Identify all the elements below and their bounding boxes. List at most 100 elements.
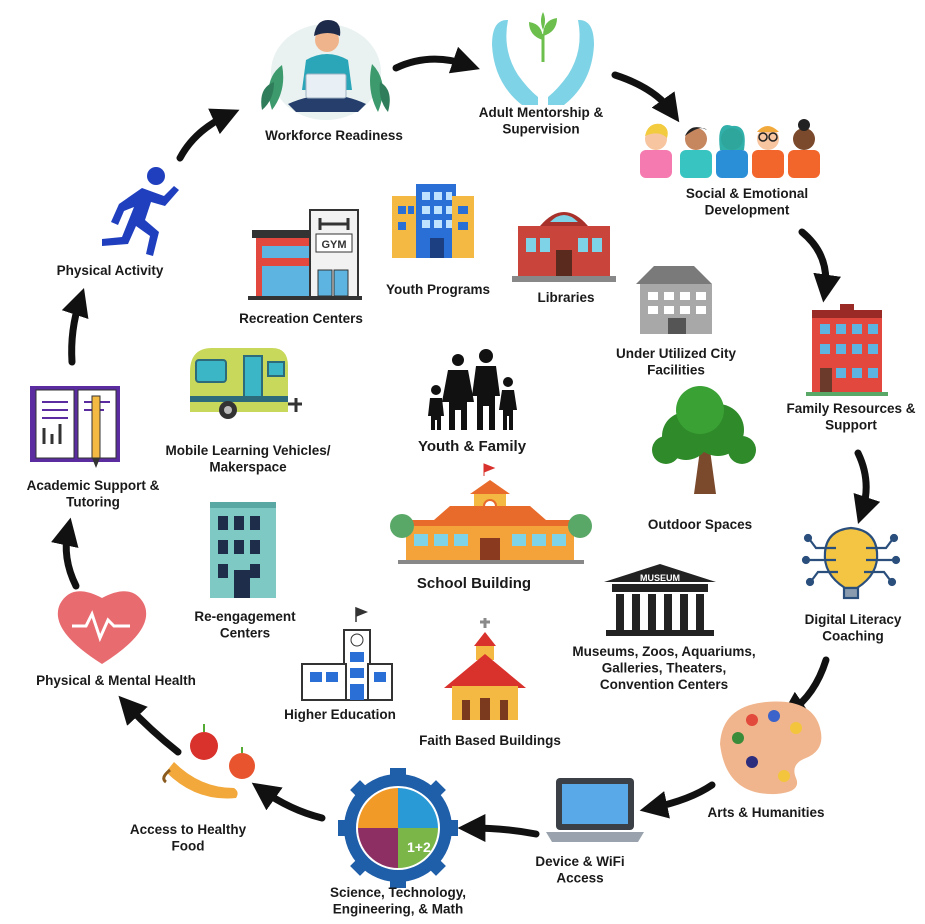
label-line: Centers bbox=[220, 626, 270, 641]
family-house-icon bbox=[806, 304, 888, 396]
museum-icon: MUSEUM bbox=[604, 564, 716, 636]
library-building-icon bbox=[512, 212, 616, 282]
heart-pulse-icon bbox=[57, 591, 147, 664]
label-line: Museums, Zoos, Aquariums, bbox=[572, 644, 755, 659]
label-line: Youth & Family bbox=[418, 438, 527, 455]
university-icon bbox=[301, 606, 393, 701]
label-line: Recreation Centers bbox=[239, 311, 363, 326]
label-mentorship: Adult Mentorship & Supervision bbox=[479, 105, 604, 137]
church-icon bbox=[444, 618, 526, 720]
label-workforce: Workforce Readiness bbox=[265, 128, 403, 143]
label-school: School Building bbox=[417, 575, 531, 592]
label-higher: Higher Education bbox=[284, 707, 396, 722]
label-line: Physical Activity bbox=[57, 263, 164, 278]
label-line: Device & WiFi bbox=[535, 854, 624, 869]
label-line: Digital Literacy bbox=[805, 612, 902, 627]
office-building-icon bbox=[392, 184, 474, 258]
arrow-family-to-digital bbox=[853, 449, 881, 524]
label-line: Access bbox=[556, 871, 603, 886]
stem-gear-icon: 1+2 bbox=[338, 768, 458, 888]
label-mobile: Mobile Learning Vehicles/Makerspace bbox=[165, 443, 330, 475]
label-line: Galleries, Theaters, bbox=[602, 661, 727, 676]
city-facility-icon bbox=[636, 266, 712, 334]
label-line: Support bbox=[825, 418, 877, 433]
arrow-mentorship-to-social bbox=[611, 71, 680, 123]
label-line: Tutoring bbox=[66, 495, 120, 510]
label-arts: Arts & Humanities bbox=[707, 805, 824, 820]
label-stem: Science, Technology,Engineering, & Math bbox=[330, 885, 466, 917]
camper-trailer-icon bbox=[190, 348, 302, 419]
label-physical: Physical Activity bbox=[57, 263, 164, 278]
label-line: Under Utilized City bbox=[616, 346, 737, 361]
label-youthprog: Youth Programs bbox=[386, 282, 490, 297]
arrow-workforce-to-mentorship bbox=[392, 46, 480, 74]
arrow-device-to-stem bbox=[457, 814, 540, 843]
school-building-icon bbox=[390, 463, 592, 564]
label-line: Food bbox=[172, 839, 205, 854]
arrow-food-to-health bbox=[118, 695, 182, 756]
arrow-academic-to-physical bbox=[61, 288, 89, 366]
book-pencil-icon bbox=[30, 386, 120, 468]
arrow-arts-to-device bbox=[639, 781, 716, 819]
label-line: Academic Support & bbox=[27, 478, 160, 493]
label-line: Social & Emotional bbox=[686, 186, 808, 201]
arrow-stem-to-food bbox=[251, 782, 326, 822]
label-recreation: Recreation Centers bbox=[239, 311, 363, 326]
label-health: Physical & Mental Health bbox=[36, 673, 196, 688]
label-line: Supervision bbox=[502, 122, 579, 137]
arrow-social-to-family bbox=[798, 228, 842, 303]
diverse-people-icon bbox=[640, 119, 820, 178]
museum-sign: MUSEUM bbox=[640, 573, 680, 583]
label-layer: Workforce Readiness Adult Mentorship & Sup… bbox=[27, 105, 916, 917]
label-line: Makerspace bbox=[209, 460, 287, 475]
label-line: Engineering, & Math bbox=[333, 902, 464, 917]
lightbulb-circuit-icon bbox=[801, 526, 901, 600]
label-line: Higher Education bbox=[284, 707, 396, 722]
fruit-icon bbox=[162, 724, 255, 799]
svg-text:1+2: 1+2 bbox=[407, 839, 431, 855]
label-line: Libraries bbox=[537, 290, 594, 305]
arrow-health-to-academic bbox=[51, 517, 80, 590]
label-line: Adult Mentorship & bbox=[479, 105, 604, 120]
hands-plant-icon bbox=[492, 12, 594, 105]
label-faith: Faith Based Buildings bbox=[419, 733, 561, 748]
gym-sign: GYM bbox=[321, 239, 346, 251]
label-line: Workforce Readiness bbox=[265, 128, 403, 143]
label-outdoor: Outdoor Spaces bbox=[648, 517, 752, 532]
paint-palette-icon bbox=[720, 701, 822, 795]
label-line: Access to Healthy bbox=[130, 822, 247, 837]
label-line: Arts & Humanities bbox=[707, 805, 824, 820]
tower-building-icon bbox=[210, 502, 276, 598]
label-line: Convention Centers bbox=[600, 677, 728, 692]
label-line: Outdoor Spaces bbox=[648, 517, 752, 532]
laptop-icon bbox=[546, 778, 644, 842]
label-line: Facilities bbox=[647, 363, 705, 378]
label-line: Re-engagement bbox=[194, 609, 296, 624]
label-line: Family Resources & bbox=[786, 401, 915, 416]
label-line: Physical & Mental Health bbox=[36, 673, 196, 688]
label-line: Youth Programs bbox=[386, 282, 490, 297]
label-line: School Building bbox=[417, 575, 531, 592]
label-museums: Museums, Zoos, Aquariums, Galleries, Thea… bbox=[572, 644, 755, 692]
label-youthfamily: Youth & Family bbox=[418, 438, 527, 455]
family-silhouette-icon bbox=[428, 349, 517, 430]
label-line: Mobile Learning Vehicles/ bbox=[165, 443, 330, 458]
person-laptop-icon bbox=[261, 20, 390, 120]
cycle-arrows bbox=[51, 46, 881, 843]
label-libraries: Libraries bbox=[537, 290, 594, 305]
tree-icon bbox=[652, 386, 756, 494]
label-line: Development bbox=[705, 203, 790, 218]
arrow-physical-to-workforce bbox=[176, 108, 240, 162]
label-academic: Academic Support & Tutoring bbox=[27, 478, 160, 510]
label-line: Coaching bbox=[822, 629, 884, 644]
gym-building-icon: GYM bbox=[248, 209, 362, 300]
label-line: Faith Based Buildings bbox=[419, 733, 561, 748]
runner-icon bbox=[102, 167, 179, 256]
